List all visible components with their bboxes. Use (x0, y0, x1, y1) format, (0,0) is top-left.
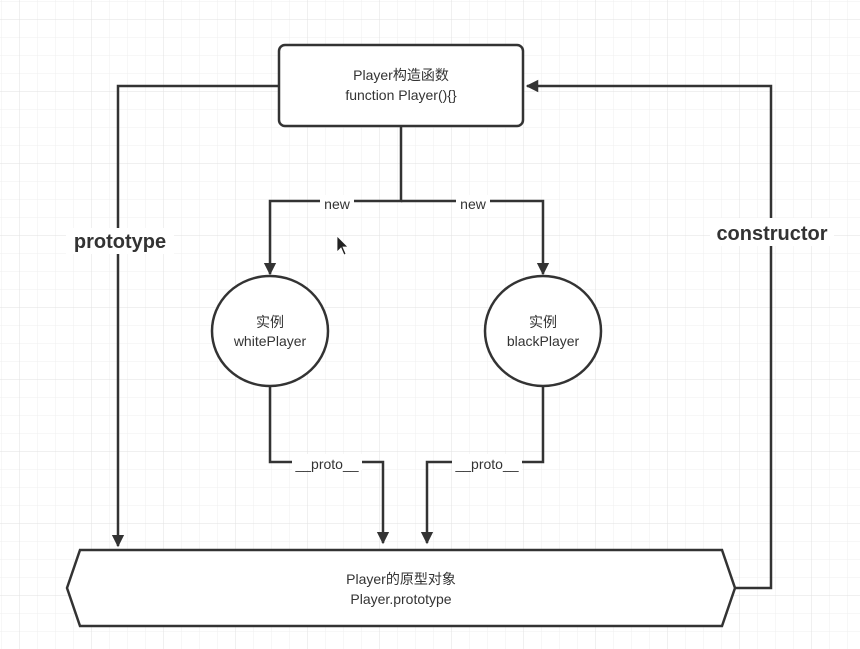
new-label-left: new (324, 196, 351, 212)
prototype-object-node[interactable]: Player的原型对象 Player.prototype (65, 548, 737, 628)
proto-label-left: __proto__ (294, 456, 358, 472)
proto-label-right: __proto__ (454, 456, 518, 472)
prototype-object-title: Player的原型对象 (346, 571, 456, 587)
new-label-right-bg (456, 195, 490, 209)
new-label-right: new (460, 196, 487, 212)
black-player-type: 实例 (529, 314, 557, 330)
proto-label-right-bg (452, 454, 522, 470)
constructor-node[interactable]: Player构造函数 function Player(){} (277, 43, 525, 128)
white-player-name: whitePlayer (233, 333, 307, 349)
constructor-node-title: Player构造函数 (353, 67, 449, 83)
prototype-label: prototype (74, 231, 166, 253)
proto-label-left-bg (292, 454, 362, 470)
white-player-type: 实例 (256, 314, 284, 330)
new-label-left-bg (320, 195, 354, 209)
white-player-node-shape[interactable] (210, 274, 330, 388)
constructor-node-code: function Player(){} (345, 87, 457, 103)
black-player-node-shape[interactable] (483, 274, 603, 388)
new-edge-right[interactable] (401, 199, 550, 276)
prototype-object-code: Player.prototype (350, 591, 451, 607)
constructor-label: constructor (716, 223, 827, 245)
prototype-edge[interactable] (111, 84, 279, 548)
prototype-label-bg (66, 228, 174, 254)
black-player-name: blackPlayer (507, 333, 580, 349)
constructor-node-shape[interactable] (277, 43, 525, 128)
prototype-object-node-shape[interactable] (65, 548, 737, 628)
black-player-node[interactable]: 实例 blackPlayer (483, 274, 603, 388)
white-player-node[interactable]: 实例 whitePlayer (210, 274, 330, 388)
constructor-edge[interactable] (525, 79, 773, 590)
mouse-cursor-icon (336, 235, 349, 256)
constructor-label-bg (710, 218, 834, 246)
